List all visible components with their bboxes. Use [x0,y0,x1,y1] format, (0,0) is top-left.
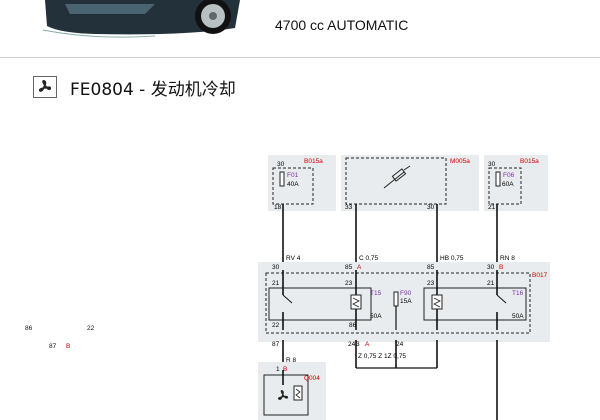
fan-icon [277,390,289,400]
left-label-22: 22 [87,325,95,332]
ref-b015a-r: B015a [520,158,539,165]
pin-21-r: 21 [488,204,496,211]
car-image [35,0,250,42]
pin-30: 30 [277,161,285,168]
pin-24b: 24 [396,341,404,348]
left-label-87: 87 [49,343,57,350]
pin-24: 24 [348,341,356,348]
left-label-86: 86 [25,325,33,332]
pin-3: 3 [356,341,360,348]
wire-r8: R 8 [286,357,297,364]
pin-30a: 30 [272,264,280,271]
fuse-box-b015a-left: 30 B015a F01 40A 18 [268,155,336,211]
pin-23b: 23 [427,280,435,287]
left-label-b: B [66,343,71,350]
top-wires [282,204,498,262]
fuse-f90-amp: 15A [400,298,412,305]
engine-label: 4700 cc AUTOMATIC [275,17,409,33]
pin-1-ref: B [283,366,287,373]
pin-85b: 85 [427,264,435,271]
fan-q004: 1 B Q004 [258,362,326,420]
pin-30b: 30 [487,264,495,271]
ref-b017: B017 [532,272,548,279]
header-divider [0,57,600,58]
relay-t15-amp: 50A [370,313,382,320]
pin-21a: 21 [272,280,280,287]
pump-icon [383,165,411,189]
fuse-f06: F06 [503,172,515,179]
fuse-f90: F90 [400,290,412,297]
ref-m005a: M005a [450,158,470,165]
pin-87: 87 [272,341,280,348]
wire-hb075: HB 0,75 [440,255,464,262]
ref-q004: Q004 [304,375,320,382]
pin-23a: 23 [345,280,353,287]
bottom-wire-label: Z 0,75 Z 1Z 0,75 [358,353,406,360]
pin-33: 33 [345,204,353,211]
motor-m005a: M005a 33 30 [341,155,479,211]
pin-30-m: 30 [427,204,435,211]
relay-box-b017: B017 30 85 A 85 30 B 21 23 23 21 T15 50A… [258,262,550,342]
ref-b015a: B015a [304,158,323,165]
wire-rv4: RV 4 [286,255,301,262]
pin-21b: 21 [487,280,495,287]
pin-85a: 85 [345,264,353,271]
relay-t16: T16 [512,290,524,297]
pin-a2: A [365,341,370,348]
pin-30-r: 30 [488,161,496,168]
fuse-box-b015a-right: 30 B015a F06 60A 21 [484,155,548,211]
fan-icon [33,76,57,98]
relay-t16-amp: 50A [512,313,524,320]
relay-t15: T15 [370,290,382,297]
pin-18: 18 [274,204,282,211]
fuse-f06-amp: 60A [502,181,514,188]
fuse-f01-amp: 40A [287,181,299,188]
wire-c075: C 0,75 [359,255,379,262]
pin-b: B [499,264,503,271]
pin-1: 1 [276,366,280,373]
page-title: FE0804 - 发动机冷却 [70,80,236,100]
wire-rn8: RN 8 [500,255,515,262]
pin-a: A [357,264,362,271]
fuse-f01: F01 [287,172,299,179]
pin-86: 86 [349,322,357,329]
pin-22: 22 [272,322,280,329]
